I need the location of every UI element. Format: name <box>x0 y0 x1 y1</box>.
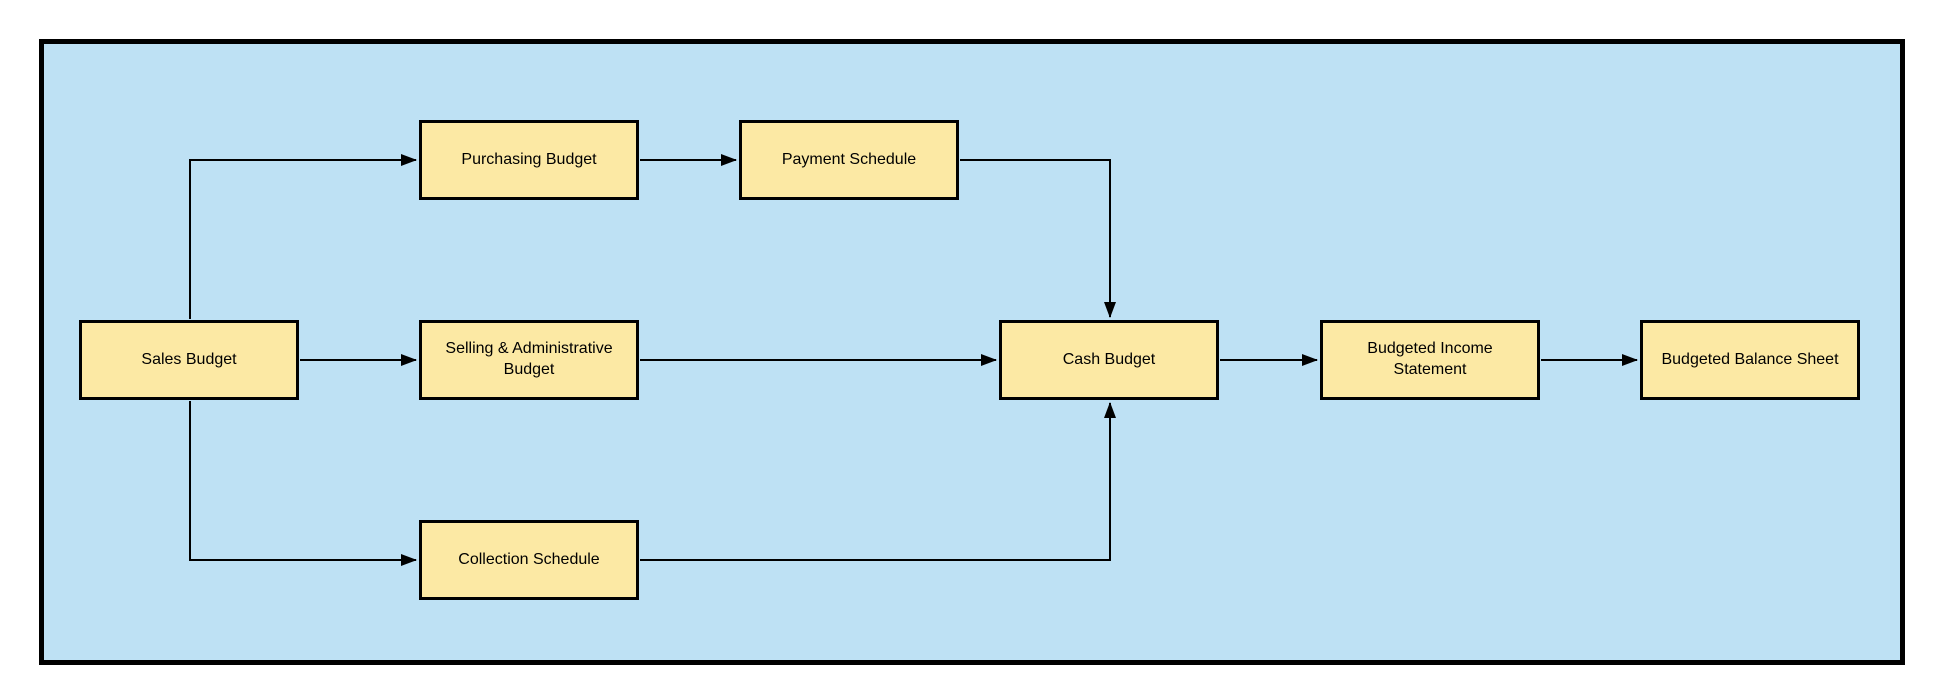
node-sales-budget-label: Sales Budget <box>141 350 237 368</box>
node-cash-budget: Cash Budget <box>999 320 1219 400</box>
diagram-canvas <box>39 39 1905 665</box>
node-payment-schedule-label: Payment Schedule <box>781 150 917 168</box>
node-selling-administrative-budget-label: Selling & Administrative Budget <box>445 340 613 378</box>
node-selling-administrative-budget: Selling & Administrative Budget <box>419 320 639 400</box>
node-collection-schedule-label: Collection Schedule <box>458 550 600 568</box>
node-collection-schedule: Collection Schedule <box>419 520 639 600</box>
node-budgeted-balance-sheet-label: Budgeted Balance Sheet <box>1661 350 1839 368</box>
node-budgeted-income-statement-label: Budgeted Income Statement <box>1367 340 1493 378</box>
node-payment-schedule: Payment Schedule <box>739 120 959 200</box>
node-sales-budget: Sales Budget <box>79 320 299 400</box>
node-cash-budget-label: Cash Budget <box>1062 350 1156 368</box>
node-budgeted-balance-sheet: Budgeted Balance Sheet <box>1640 320 1860 400</box>
node-purchasing-budget: Purchasing Budget <box>419 120 639 200</box>
node-purchasing-budget-label: Purchasing Budget <box>461 150 597 168</box>
node-budgeted-income-statement: Budgeted Income Statement <box>1320 320 1540 400</box>
